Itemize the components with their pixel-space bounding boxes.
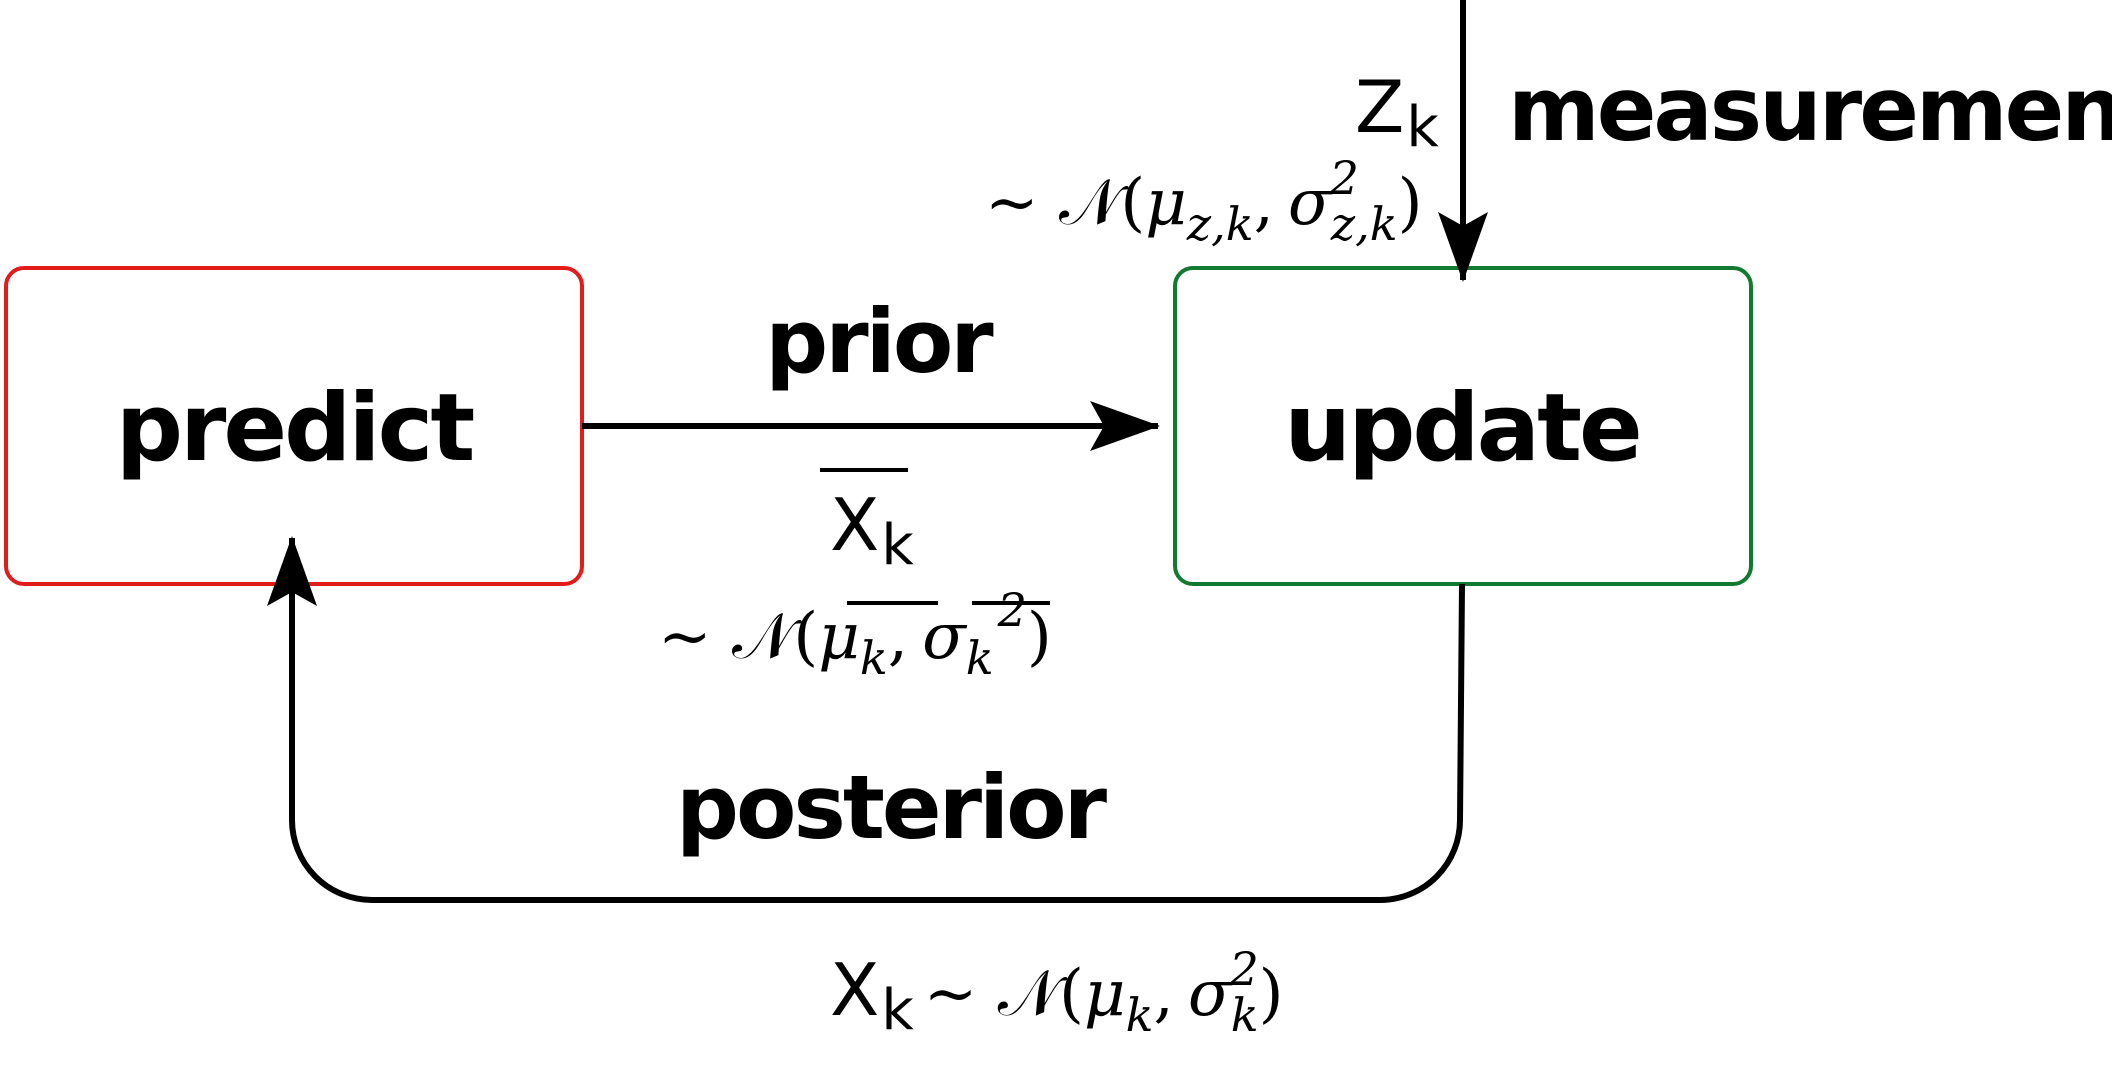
measurement-variable: Zk bbox=[1355, 65, 1439, 160]
prior-distribution: ~ 𝒩(μk,σk2) bbox=[658, 583, 1052, 685]
posterior-label: posterior bbox=[676, 756, 1108, 859]
prior-variable: Xk bbox=[830, 483, 914, 578]
update-label: update bbox=[1284, 374, 1640, 483]
prior-label: prior bbox=[765, 290, 994, 393]
predict-label: predict bbox=[116, 374, 474, 483]
posterior-arrow bbox=[267, 536, 1465, 903]
measurement-label: measurement bbox=[1508, 58, 2112, 161]
